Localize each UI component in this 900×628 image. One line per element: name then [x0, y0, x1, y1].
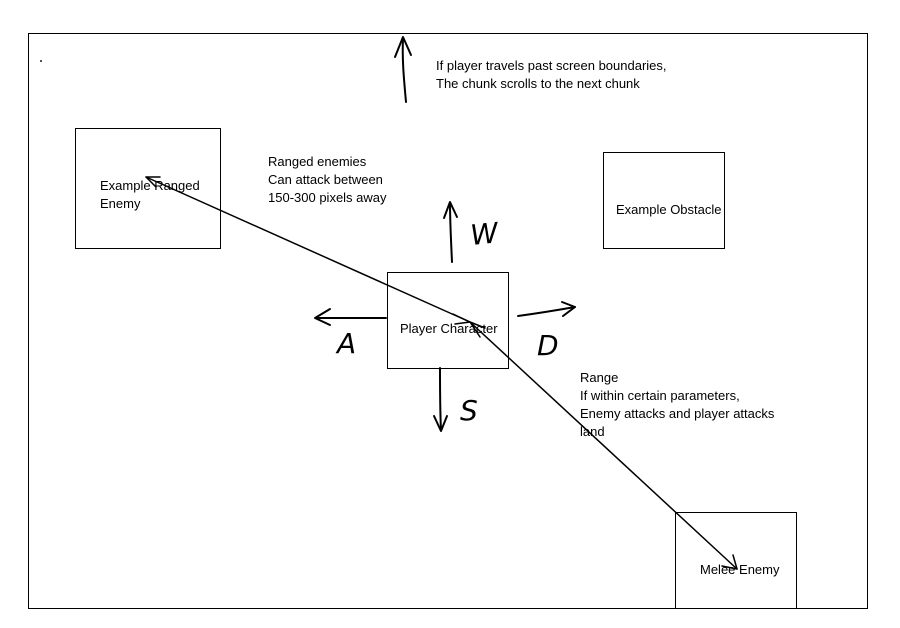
range-note-line-1: Range — [580, 370, 619, 385]
range-note: Range If within certain parameters, Enem… — [580, 369, 774, 441]
ranged-enemies-note: Ranged enemies Can attack between 150-30… — [268, 153, 387, 207]
obstacle-box — [603, 152, 725, 249]
ranged-note-line-3: 150-300 pixels away — [268, 190, 387, 205]
ranged-note-line-2: Can attack between — [268, 172, 383, 187]
melee-enemy-label: Melee Enemy — [700, 562, 780, 577]
obstacle-label: Example Obstacle — [616, 202, 722, 217]
ranged-note-line-1: Ranged enemies — [268, 154, 367, 169]
stray-mark — [40, 60, 42, 62]
range-note-line-4: land — [580, 424, 605, 439]
boundary-note: If player travels past screen boundaries… — [436, 57, 667, 93]
ranged-enemy-label-line-1: Example Ranged — [100, 178, 200, 193]
ranged-enemy-label: Example Ranged Enemy — [100, 177, 200, 213]
range-note-line-2: If within certain parameters, — [580, 388, 740, 403]
ranged-enemy-label-line-2: Enemy — [100, 196, 141, 211]
range-note-line-3: Enemy attacks and player attacks — [580, 406, 775, 421]
boundary-note-line-2: The chunk scrolls to the next chunk — [436, 76, 640, 91]
boundary-note-line-1: If player travels past screen boundaries… — [436, 58, 667, 73]
player-character-label: Player Character — [400, 321, 498, 336]
screen-boundary-frame — [28, 33, 868, 609]
